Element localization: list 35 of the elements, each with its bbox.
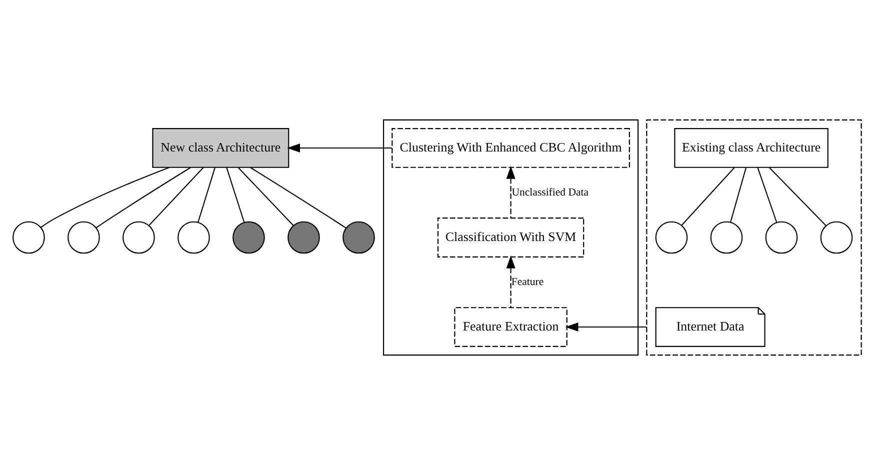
edge-label: Feature <box>511 275 544 288</box>
arrow <box>565 322 647 332</box>
arrow <box>506 254 516 307</box>
node-circle <box>178 220 210 254</box>
connector <box>681 166 735 225</box>
cluster <box>646 118 862 356</box>
connector <box>238 166 294 226</box>
node-circle <box>765 220 798 254</box>
cluster <box>382 118 639 356</box>
connector <box>250 166 346 228</box>
connector <box>96 166 191 228</box>
connector <box>40 166 170 228</box>
connector <box>148 166 204 225</box>
node-circle <box>820 220 853 254</box>
arrow <box>506 165 516 218</box>
edge-label: Unclassified Data <box>512 186 589 198</box>
connector <box>768 166 826 226</box>
node-circle <box>232 220 265 254</box>
connector <box>730 166 747 222</box>
node-circle <box>710 220 743 254</box>
node-circle <box>342 220 375 254</box>
node-box: New class Architecture <box>152 128 290 168</box>
node-box: Clustering With Enhanced CBC Algorithm <box>392 128 630 168</box>
connector <box>757 166 778 222</box>
connector <box>198 166 216 222</box>
node-circle <box>655 220 688 254</box>
node-box: Classification With SVM <box>437 217 584 257</box>
node-box: Existing class Architecture <box>674 128 828 168</box>
node-circle <box>68 220 100 254</box>
arrow <box>287 142 392 152</box>
node-circle <box>122 220 155 254</box>
connector <box>226 166 245 222</box>
node-box: Feature Extraction <box>454 306 568 346</box>
node-circle <box>12 220 45 254</box>
node-circle <box>288 220 320 254</box>
